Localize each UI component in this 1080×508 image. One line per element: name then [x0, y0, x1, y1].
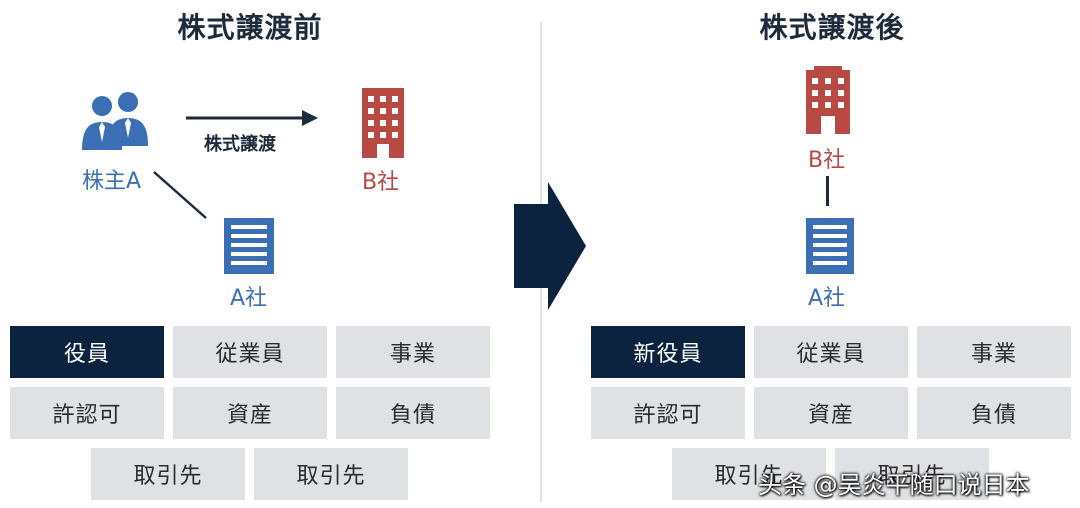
after-box-assets: 資産 — [754, 387, 908, 439]
big-arrow-icon — [514, 182, 586, 310]
watermark: 头条 @吴炎平随口说日本 — [758, 471, 1030, 499]
blue-building-icon — [806, 218, 854, 274]
after-box-clients-1: 取引先 — [672, 448, 826, 500]
after-box-employees: 従業員 — [754, 326, 908, 378]
before-box-officers: 役員 — [10, 326, 164, 378]
after-box-new-officers: 新役員 — [591, 326, 745, 378]
company-b-label: B社 — [808, 148, 846, 173]
before-box-licenses: 許認可 — [10, 387, 164, 439]
transfer-label: 株式譲渡 — [204, 134, 276, 155]
before-box-liabilities: 負債 — [336, 387, 490, 439]
before-box-assets: 資産 — [173, 387, 327, 439]
transfer-arrow-icon — [186, 110, 318, 126]
after-box-liabilities: 負債 — [917, 387, 1071, 439]
blue-building-icon — [224, 218, 274, 274]
after-box-clients-2: 取引先 — [835, 448, 989, 500]
before-title: 株式譲渡前 — [177, 11, 323, 44]
people-icon — [82, 92, 148, 150]
ownership-line — [826, 176, 829, 206]
company-b-label: B社 — [362, 170, 400, 195]
before-box-employees: 従業員 — [173, 326, 327, 378]
before-box-clients-2: 取引先 — [254, 448, 408, 500]
before-box-business: 事業 — [336, 326, 490, 378]
company-a-label: A社 — [808, 286, 846, 311]
after-title: 株式譲渡後 — [759, 11, 905, 44]
after-box-business: 事業 — [917, 326, 1071, 378]
after-box-licenses: 許認可 — [591, 387, 745, 439]
shareholder-label: 株主A — [82, 169, 142, 194]
before-box-clients-1: 取引先 — [91, 448, 245, 500]
company-a-label: A社 — [230, 286, 268, 311]
red-building-icon — [806, 66, 850, 134]
red-building-icon — [362, 88, 404, 158]
ownership-line — [153, 171, 207, 219]
